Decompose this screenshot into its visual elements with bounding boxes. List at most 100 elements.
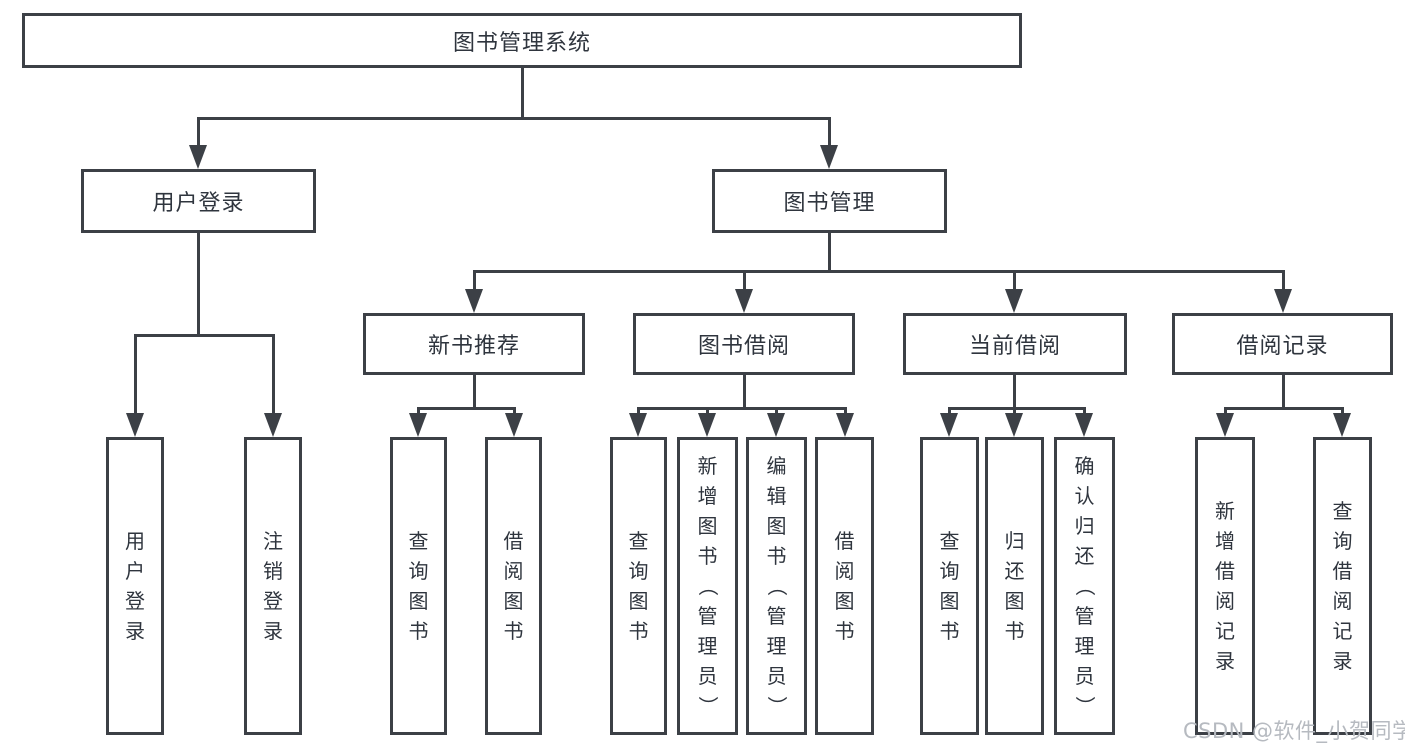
node-label-char: 书: [766, 544, 787, 568]
node-label-char: 归: [1074, 514, 1095, 538]
arrow-down-icon: [465, 289, 483, 313]
node-user-login: 用户登录: [81, 169, 316, 233]
node-label-char: 询: [1332, 529, 1353, 553]
node-label-char: 录: [1332, 649, 1353, 673]
csdn-watermark: CSDN @软件_小贺同学: [1183, 719, 1405, 743]
connector-stem-book-borrowing-to-children: [743, 375, 746, 410]
connector-arrow-shaft-borrowing-records-to-children-1: [1341, 408, 1344, 417]
node-leaf-edit-books-admin: 编辑图书（管理员）: [746, 437, 807, 735]
node-label-char: 图: [408, 589, 429, 613]
connector-arrow-shaft-book-management-to-level3-1: [743, 271, 746, 293]
node-label-char: 书: [628, 619, 649, 643]
node-label-char: 员: [697, 664, 718, 688]
connector-arrow-shaft-root-to-level2-1: [828, 118, 831, 149]
arrow-down-icon: [409, 413, 427, 437]
node-label-char: 书: [697, 544, 718, 568]
connector-arrow-shaft-new-book-recommendation-to-children-0: [417, 408, 420, 417]
node-label-char: 借: [834, 529, 855, 553]
node-leaf-borrow-books-recommend: 借阅图书: [485, 437, 542, 735]
node-label-char: 图: [628, 589, 649, 613]
connector-arrow-shaft-book-borrowing-to-children-3: [844, 408, 847, 417]
arrow-down-icon: [1274, 289, 1292, 313]
arrow-down-icon: [189, 145, 207, 169]
node-library-management-system: 图书管理系统: [22, 13, 1022, 68]
node-label-char: 借: [503, 529, 524, 553]
node-label-char: 认: [1074, 484, 1095, 508]
connector-arrow-shaft-current-borrowing-to-children-2: [1083, 408, 1086, 417]
node-label-char: 书: [1004, 619, 1025, 643]
node-label-char: 员: [1074, 664, 1095, 688]
node-label-char: 图: [1004, 589, 1025, 613]
node-label-char: 记: [1332, 619, 1353, 643]
node-label-char: 书: [834, 619, 855, 643]
node-label-char: 图: [697, 514, 718, 538]
arrow-down-icon: [836, 413, 854, 437]
node-label-char: 阅: [503, 559, 524, 583]
connector-stem-new-book-recommendation-to-children: [473, 375, 476, 410]
arrow-down-icon: [735, 289, 753, 313]
arrow-down-icon: [126, 413, 144, 437]
node-book-borrowing: 图书借阅: [633, 313, 855, 375]
arrow-down-icon: [820, 145, 838, 169]
node-label-char: 借: [1215, 559, 1235, 583]
node-borrowing-records: 借阅记录: [1172, 313, 1393, 375]
node-label-char: 查: [939, 529, 960, 553]
arrow-down-icon: [1005, 289, 1023, 313]
node-label-char: 理: [697, 634, 718, 658]
node-label-char: 还: [1074, 544, 1095, 568]
node-leaf-logout: 注销登录: [244, 437, 302, 735]
node-label-char: 还: [1004, 559, 1025, 583]
connector-arrow-shaft-book-management-to-level3-0: [473, 271, 476, 293]
connector-arrow-shaft-book-management-to-level3-2: [1013, 271, 1016, 293]
connector-arrow-shaft-current-borrowing-to-children-1: [1013, 408, 1016, 417]
node-label-char: 询: [408, 559, 429, 583]
node-label-char: 询: [628, 559, 649, 583]
node-label-char: ）: [1072, 696, 1097, 716]
arrow-down-icon: [264, 413, 282, 437]
node-label-char: 理: [766, 634, 787, 658]
node-label-char: 记: [1215, 619, 1235, 643]
node-label-char: ）: [695, 696, 720, 716]
node-label-char: 书: [939, 619, 960, 643]
node-label-char: （: [764, 576, 789, 596]
node-label-char: 询: [939, 559, 960, 583]
node-label-char: ）: [764, 696, 789, 716]
node-leaf-confirm-return-admin: 确认归还（管理员）: [1054, 437, 1115, 735]
connector-arrow-shaft-book-borrowing-to-children-0: [637, 408, 640, 417]
node-label-char: 阅: [1215, 589, 1235, 613]
connector-arrow-shaft-user-login-to-children-0: [134, 335, 137, 417]
connector-arrow-shaft-root-to-level2-0: [197, 118, 200, 149]
connector-rail-new-book-recommendation-to-children: [417, 407, 516, 410]
node-label-char: 查: [1332, 499, 1353, 523]
node-label-char: 注: [263, 529, 283, 553]
node-current-borrowing: 当前借阅: [903, 313, 1127, 375]
node-leaf-add-books-admin: 新增图书（管理员）: [677, 437, 738, 735]
node-label-char: （: [1072, 576, 1097, 596]
node-label-char: 阅: [1332, 589, 1353, 613]
connector-rail-book-borrowing-to-children: [637, 407, 847, 410]
connector-rail-current-borrowing-to-children: [948, 407, 1086, 410]
node-label-char: 录: [1215, 649, 1235, 673]
node-label-char: 管: [697, 604, 718, 628]
connector-arrow-shaft-book-borrowing-to-children-2: [775, 408, 778, 417]
node-label-char: 书: [503, 619, 524, 643]
node-leaf-user-login: 用户登录: [106, 437, 164, 735]
node-label-char: 图: [939, 589, 960, 613]
node-label-char: 户: [125, 559, 145, 583]
node-label-char: 新: [1215, 499, 1235, 523]
node-label-char: 图: [834, 589, 855, 613]
connector-arrow-shaft-book-management-to-level3-3: [1282, 271, 1285, 293]
node-label-char: 增: [1215, 529, 1235, 553]
arrow-down-icon: [1005, 413, 1023, 437]
node-label-char: 销: [263, 559, 283, 583]
node-label-char: 员: [766, 664, 787, 688]
connector-arrow-shaft-book-borrowing-to-children-1: [706, 408, 709, 417]
node-leaf-query-books-borrow: 查询图书: [610, 437, 667, 735]
node-label-char: 录: [125, 619, 145, 643]
arrow-down-icon: [1075, 413, 1093, 437]
connector-arrow-shaft-current-borrowing-to-children-0: [948, 408, 951, 417]
node-label-char: 管: [1074, 604, 1095, 628]
node-label-char: 归: [1004, 529, 1025, 553]
node-label-char: 书: [408, 619, 429, 643]
